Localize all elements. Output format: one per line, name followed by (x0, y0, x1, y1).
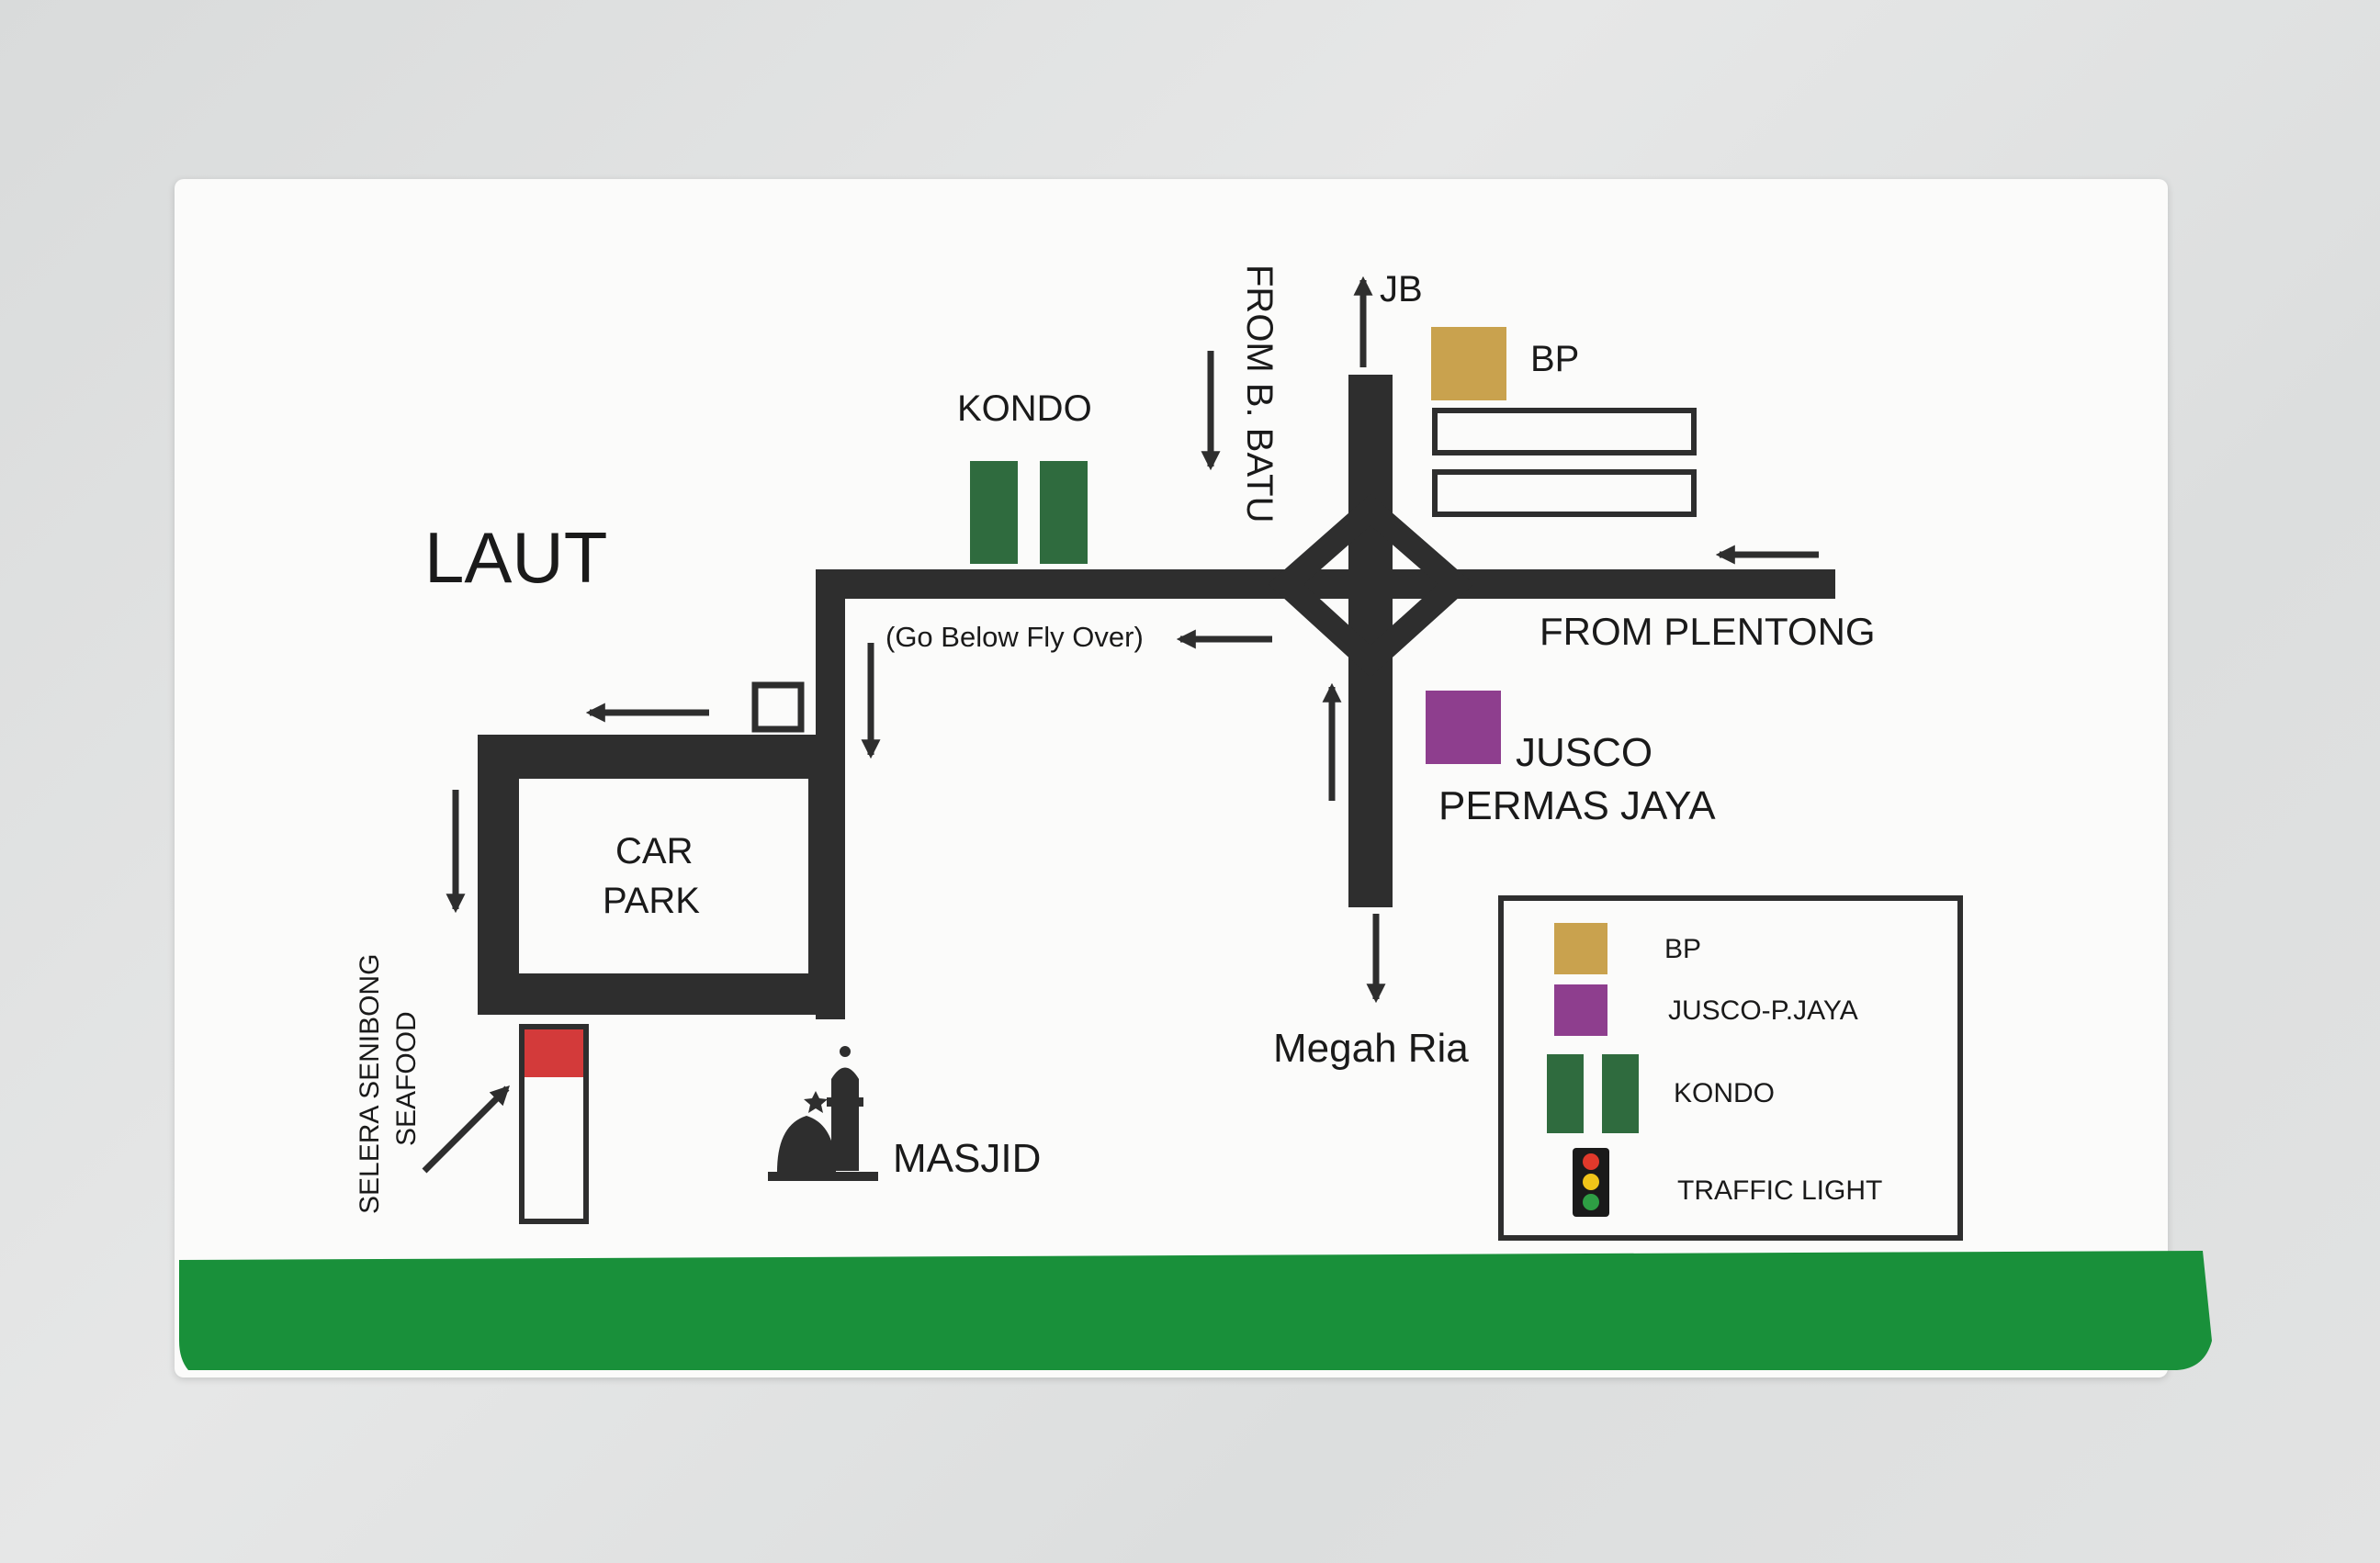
traffic-light-icon (1573, 1148, 1609, 1217)
car-park-ring (478, 735, 845, 1015)
selera-label-line2: SEAFOOD (391, 1011, 422, 1146)
legend-jusco-label: JUSCO-P.JAYA (1668, 995, 1858, 1026)
main-road-ew (816, 569, 1835, 599)
mosque-icon (768, 1046, 878, 1181)
fly-over-label: (Go Below Fly Over) (885, 621, 1144, 653)
sea-label: LAUT (424, 517, 607, 598)
from-batu-label: FROM B. BATU (1239, 264, 1280, 523)
legend-traffic-light-label: TRAFFIC LIGHT (1677, 1175, 1882, 1206)
legend-bp-swatch (1554, 923, 1607, 974)
legend-kondo-swatch-1 (1547, 1054, 1584, 1133)
jusco-label-line2: PERMAS JAYA (1438, 783, 1716, 828)
megah-ria-label: Megah Ria (1273, 1026, 1469, 1071)
jb-label: JB (1380, 269, 1423, 309)
building-bar-1 (1432, 408, 1697, 455)
jusco-building (1426, 691, 1501, 764)
legend-kondo-label: KONDO (1674, 1078, 1775, 1108)
legend-jusco-swatch (1554, 984, 1607, 1036)
car-park-label-line2: PARK (603, 881, 700, 921)
arrow-to-seafood (422, 1085, 510, 1174)
jusco-label-line1: JUSCO (1516, 730, 1652, 775)
bp-building (1431, 327, 1506, 400)
selera-label-line1: SELERA SENIBONG (355, 954, 385, 1214)
small-building (751, 681, 805, 733)
kondo-building-2 (1040, 461, 1088, 564)
legend-kondo-swatch-2 (1602, 1054, 1639, 1133)
car-park-label-line1: CAR (615, 831, 693, 871)
kondo-building-1 (970, 461, 1018, 564)
flyover-diamond (1268, 493, 1474, 678)
bp-label: BP (1530, 339, 1579, 379)
masjid-label: MASJID (893, 1136, 1041, 1181)
building-bar-2 (1432, 469, 1697, 517)
from-plentong-label: FROM PLENTONG (1540, 610, 1876, 653)
direction-arrows (422, 275, 1819, 1174)
kondo-label: KONDO (957, 388, 1092, 429)
seafood-building-top (525, 1029, 583, 1077)
card-stripe (179, 1251, 2212, 1370)
roads (478, 375, 1835, 1019)
legend-box (1498, 895, 1963, 1241)
legend-bp-label: BP (1664, 934, 1701, 964)
legend: BP JUSCO-P.JAYA KONDO TRAFFIC LIGHT (1498, 895, 1963, 1241)
